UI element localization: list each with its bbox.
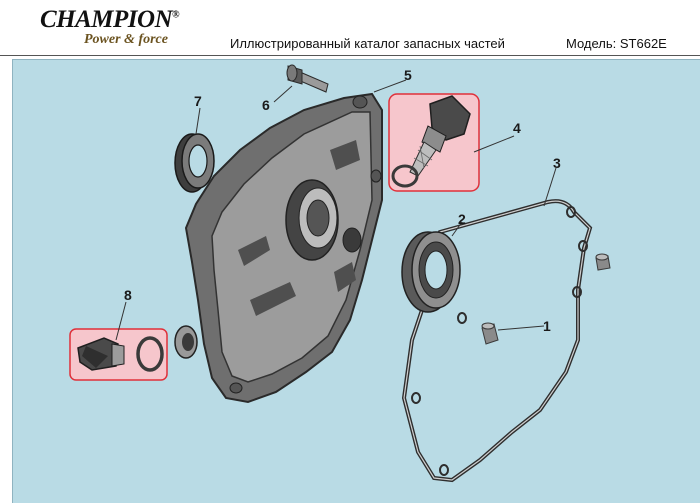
callout-3: 3 (553, 155, 561, 171)
bearing-part-2[interactable] (401, 231, 461, 313)
champion-logo: CHAMPION® Power & force (40, 6, 210, 52)
callout-6: 6 (262, 97, 270, 113)
dowel-pin-part-1[interactable] (481, 322, 499, 345)
brand-tagline: Power & force (84, 32, 168, 47)
dowel-pin-secondary[interactable] (595, 253, 611, 271)
callout-5: 5 (404, 67, 412, 83)
callout-7: 7 (194, 93, 202, 109)
callout-4: 4 (513, 120, 521, 136)
registered-mark: ® (172, 9, 180, 21)
bolt-part-6[interactable] (286, 64, 329, 93)
callout-2: 2 (458, 211, 466, 227)
callout-8: 8 (124, 287, 132, 303)
brand-name: CHAMPION (40, 6, 173, 33)
callout-1: 1 (543, 318, 551, 334)
oil-seal-part-7[interactable] (174, 133, 215, 193)
header-divider (0, 55, 700, 56)
leader-lines (115, 79, 557, 341)
oil-filler-cap-part-8[interactable] (77, 336, 164, 372)
catalog-header: CHAMPION® Power & force Иллюстрированный… (0, 0, 700, 56)
gasket-part-3[interactable] (401, 199, 593, 483)
oil-plug-part-4[interactable] (391, 95, 471, 188)
model-label: Модель: ST662E (566, 36, 667, 51)
catalog-title: Иллюстрированный каталог запасных частей (230, 36, 505, 51)
crankcase-cover-part-5[interactable] (174, 92, 383, 404)
callout-numbers: 1 2 3 4 5 6 7 8 (124, 67, 561, 334)
